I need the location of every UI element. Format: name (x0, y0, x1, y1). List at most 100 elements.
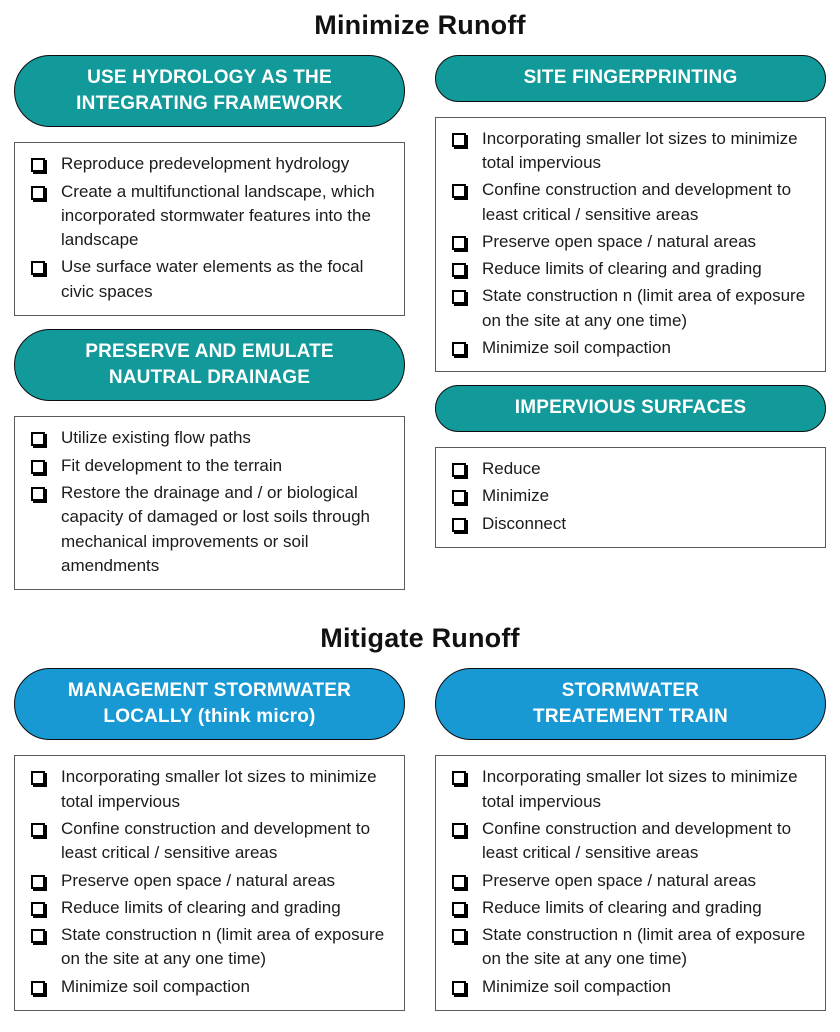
checkbox-icon (31, 432, 45, 447)
checkbox-icon (31, 158, 45, 173)
pill-header-line: TREATEMENT TRAIN (533, 705, 728, 727)
mitigate-columns: MANAGEMENT STORMWATER LOCALLY (think micr… (14, 668, 826, 1024)
checkbox-icon (452, 132, 466, 147)
checklist-item-label: Restore the drainage and / or biological… (61, 482, 371, 575)
checklist-item-label: Confine construction and development to … (482, 819, 792, 863)
checklist-item-label: Minimize soil compaction (482, 338, 671, 358)
block-impervious-surfaces: IMPERVIOUS SURFACES Reduce Minimize (435, 385, 826, 548)
checklist-item-label: Utilize existing flow paths (61, 428, 251, 448)
checklist-item: State construction n (limit area of expo… (449, 284, 817, 333)
checklist-item: Reduce (449, 457, 817, 481)
checklist-item: Utilize existing flow paths (28, 426, 396, 450)
checklist-item: State construction n (limit area of expo… (28, 923, 396, 972)
checklist-item-label: Minimize soil compaction (61, 976, 250, 996)
checkbox-icon (31, 261, 45, 276)
checklist-item: Minimize soil compaction (28, 975, 396, 999)
checklist-item: Preserve open space / natural areas (449, 869, 817, 893)
minimize-right-column: SITE FINGERPRINTING Incorporating smalle… (435, 55, 826, 561)
checkbox-icon (31, 901, 45, 916)
section-minimize-runoff: Minimize Runoff USE HYDROLOGY AS THE INTE… (14, 10, 826, 603)
section-title-mitigate-runoff: Mitigate Runoff (320, 623, 520, 654)
checklist-item-label: Incorporating smaller lot sizes to minim… (482, 767, 798, 811)
pill-header-line: IMPERVIOUS SURFACES (514, 397, 747, 419)
pill-use-hydrology: USE HYDROLOGY AS THE INTEGRATING FRAMEWOR… (14, 55, 405, 128)
checkbox-icon (452, 517, 466, 532)
pill-impervious-surfaces: IMPERVIOUS SURFACES (435, 385, 826, 432)
checklist-item-label: Reduce limits of clearing and grading (482, 259, 762, 279)
checklist-item-label: Reduce (482, 458, 541, 478)
checklist-item: Restore the drainage and / or biological… (28, 481, 396, 578)
checklist-item: Reproduce predevelopment hydrology (28, 152, 396, 176)
checklist-item-label: Incorporating smaller lot sizes to minim… (482, 128, 798, 172)
checklist-item: Fit development to the terrain (28, 454, 396, 478)
checklist-item: Reduce limits of clearing and grading (449, 896, 817, 920)
checklist-stormwater-treatment-train: Incorporating smaller lot sizes to minim… (435, 755, 826, 1012)
checkbox-icon (452, 980, 466, 995)
pill-manage-stormwater-locally: MANAGEMENT STORMWATER LOCALLY (think micr… (14, 668, 405, 741)
checklist-item: Confine construction and development to … (449, 817, 817, 866)
checkbox-icon (452, 263, 466, 278)
checkbox-icon (452, 823, 466, 837)
checkbox-icon (452, 235, 466, 250)
minimize-columns: USE HYDROLOGY AS THE INTEGRATING FRAMEWOR… (14, 55, 826, 603)
checklist-item-label: Minimize (482, 486, 550, 506)
minimize-left-column: USE HYDROLOGY AS THE INTEGRATING FRAMEWOR… (14, 55, 405, 603)
section-mitigate-runoff: Mitigate Runoff MANAGEMENT STORMWATER LOC… (14, 623, 826, 1024)
checklist-item: Create a multifunctional landscape, whic… (28, 180, 396, 253)
pill-header-line: USE HYDROLOGY AS THE (87, 67, 332, 88)
checklist-site-fingerprinting: Incorporating smaller lot sizes to minim… (435, 116, 826, 373)
pill-header-line: SITE FINGERPRINTING (523, 67, 738, 88)
pill-header-line: MANAGEMENT STORMWATER (67, 680, 352, 702)
checklist-item-label: Preserve open space / natural areas (482, 231, 757, 251)
checklist-item-label: Minimize soil compaction (482, 976, 671, 996)
checkbox-icon (452, 342, 466, 357)
checklist-item-label: Preserve open space / natural areas (61, 870, 336, 890)
checklist-item-label: Preserve open space / natural areas (482, 870, 757, 890)
mitigate-left-column: MANAGEMENT STORMWATER LOCALLY (think micr… (14, 668, 405, 1024)
block-site-fingerprinting: SITE FINGERPRINTING Incorporating smalle… (435, 55, 826, 373)
checklist-item: State construction n (limit area of expo… (449, 923, 817, 972)
checklist-item: Minimize (449, 484, 817, 508)
pill-header-line: PRESERVE AND EMULATE (85, 341, 334, 363)
checklist-item: Preserve open space / natural areas (28, 869, 396, 893)
checklist-preserve-emulate-drainage: Utilize existing flow paths Fit developm… (14, 416, 405, 591)
checklist-item: Incorporating smaller lot sizes to minim… (28, 765, 396, 814)
checklist-item: Incorporating smaller lot sizes to minim… (449, 765, 817, 814)
checkbox-icon (452, 462, 466, 477)
checkbox-icon (452, 901, 466, 916)
checklist-item: Disconnect (449, 512, 817, 536)
checklist-item-label: Reduce limits of clearing and grading (482, 897, 762, 917)
checklist-item: Confine construction and development to … (449, 178, 817, 227)
checklist-item: Reduce limits of clearing and grading (28, 896, 396, 920)
block-use-hydrology: USE HYDROLOGY AS THE INTEGRATING FRAMEWOR… (14, 55, 405, 317)
checkbox-icon (31, 486, 45, 501)
checklist-item: Confine construction and development to … (28, 817, 396, 866)
checkbox-icon (31, 771, 45, 786)
pill-header-line: LOCALLY (think micro) (103, 705, 316, 727)
checklist-item: Incorporating smaller lot sizes to minim… (449, 127, 817, 176)
checkbox-icon (31, 980, 45, 995)
checklist-impervious-surfaces: Reduce Minimize Disconnect (435, 446, 826, 548)
checklist-use-hydrology: Reproduce predevelopment hydrology Creat… (14, 142, 405, 317)
checkbox-icon (31, 874, 45, 889)
checklist-item-label: Create a multifunctional landscape, whic… (61, 181, 375, 250)
checkbox-icon (31, 823, 45, 837)
checklist-item-label: State construction n (limit area of expo… (482, 925, 806, 969)
section-title-minimize-runoff: Minimize Runoff (314, 10, 526, 40)
pill-header-line: INTEGRATING FRAMEWORK (76, 92, 343, 114)
pill-site-fingerprinting: SITE FINGERPRINTING (435, 55, 826, 102)
checklist-item: Minimize soil compaction (449, 975, 817, 999)
checkbox-icon (452, 929, 466, 944)
checklist-item-label: State construction n (limit area of expo… (61, 925, 385, 969)
checklist-item-label: Confine construction and development to … (482, 180, 792, 224)
checklist-item-label: Disconnect (482, 513, 567, 533)
checkbox-icon (31, 185, 45, 200)
checkbox-icon (31, 459, 45, 474)
checkbox-icon (31, 929, 45, 944)
checklist-item-label: Reproduce predevelopment hydrology (61, 154, 350, 174)
block-manage-stormwater-locally: MANAGEMENT STORMWATER LOCALLY (think micr… (14, 668, 405, 1012)
